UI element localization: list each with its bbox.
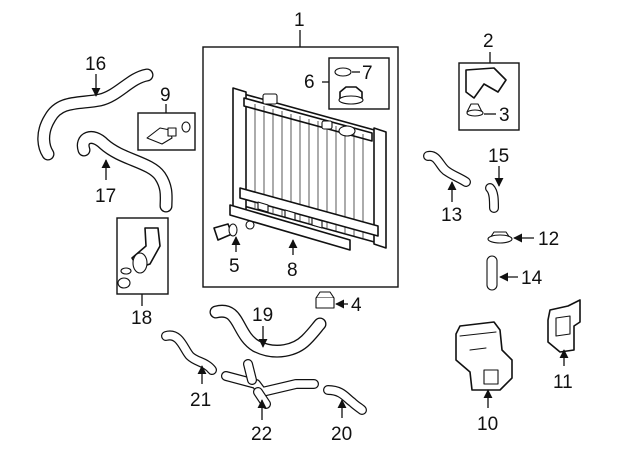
- radiator-part: [232, 87, 387, 249]
- cap-group-box: [328, 57, 390, 110]
- callout-12: 12: [538, 229, 559, 250]
- hose-part-20: [323, 385, 367, 415]
- overflow-tube-part-14: [486, 255, 498, 291]
- callout-15: 15: [488, 146, 509, 167]
- callout-21: 21: [190, 390, 211, 411]
- callout-4: 4: [351, 295, 362, 316]
- callout-14: 14: [521, 268, 543, 289]
- drain-plug-part-5: [213, 223, 238, 241]
- callout-6: 6: [304, 72, 315, 93]
- callout-18: 18: [131, 308, 152, 329]
- callout-8: 8: [287, 260, 298, 281]
- pipe-part-22: [221, 359, 319, 409]
- hose-part-21: [161, 330, 217, 375]
- reservoir-cap-part-12: [487, 231, 513, 244]
- temp-sensor-part-9: [146, 121, 191, 145]
- reservoir-bracket-part-11: [547, 299, 581, 353]
- callout-9: 9: [160, 85, 171, 106]
- bracket-group-box: [458, 62, 520, 131]
- callout-5: 5: [229, 256, 240, 277]
- upper-hose-part-16: [37, 68, 154, 161]
- hose-part-19: [209, 304, 327, 358]
- coolant-reservoir-part-10: [455, 321, 513, 391]
- callout-1: 1: [294, 10, 305, 31]
- callout-17: 17: [95, 186, 116, 207]
- cap-seal-part-7: [334, 67, 352, 77]
- lower-hose-part-17: [76, 131, 173, 213]
- callout-13: 13: [441, 205, 462, 226]
- hose-part-13: [423, 150, 471, 187]
- lower-support-part-8: [229, 201, 351, 251]
- mount-bushing-part-4: [315, 291, 335, 309]
- bracket-part-2: [465, 67, 507, 99]
- callout-16: 16: [85, 54, 106, 75]
- water-outlet-part-18: [117, 227, 161, 289]
- callout-20: 20: [331, 424, 352, 445]
- callout-7: 7: [362, 63, 373, 84]
- clip-part-3: [466, 103, 484, 117]
- callout-11: 11: [553, 372, 573, 393]
- hose-part-15: [485, 183, 499, 213]
- callout-2: 2: [483, 31, 494, 52]
- radiator-cap-part: [338, 86, 364, 105]
- callout-10: 10: [477, 414, 498, 435]
- callout-19: 19: [252, 305, 273, 326]
- callout-22: 22: [251, 424, 272, 445]
- callout-3: 3: [499, 105, 510, 126]
